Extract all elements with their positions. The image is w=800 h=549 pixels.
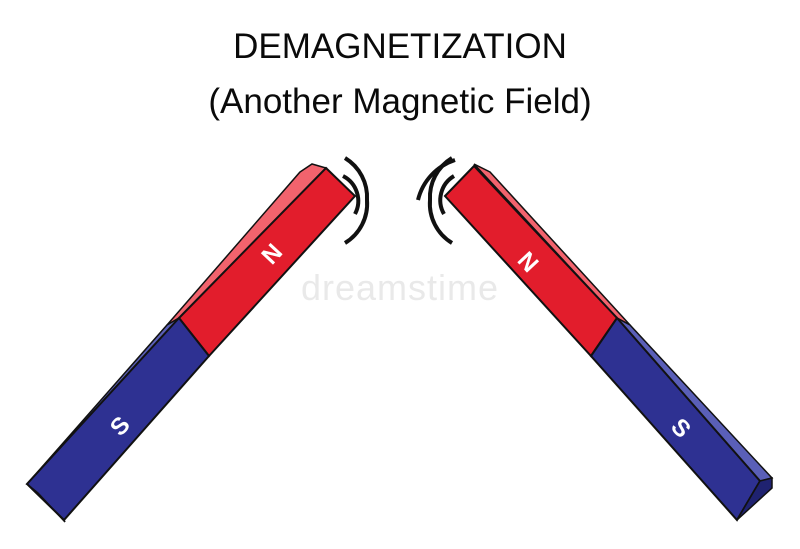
left-magnet: N S [25, 163, 357, 523]
magnetic-field-waves-left-icon [342, 156, 370, 245]
magnetic-field-waves-right-icon [416, 156, 456, 245]
watermark-text: dreamstime [301, 267, 499, 308]
right-magnet-south-face [589, 316, 762, 522]
left-magnet-end-cap [26, 483, 66, 523]
right-magnet-end-cap [736, 477, 773, 521]
title-line-1: DEMAGNETIZATION [233, 27, 567, 66]
right-magnet: N S [443, 163, 774, 522]
title-line-2: (Another Magnetic Field) [208, 82, 592, 121]
